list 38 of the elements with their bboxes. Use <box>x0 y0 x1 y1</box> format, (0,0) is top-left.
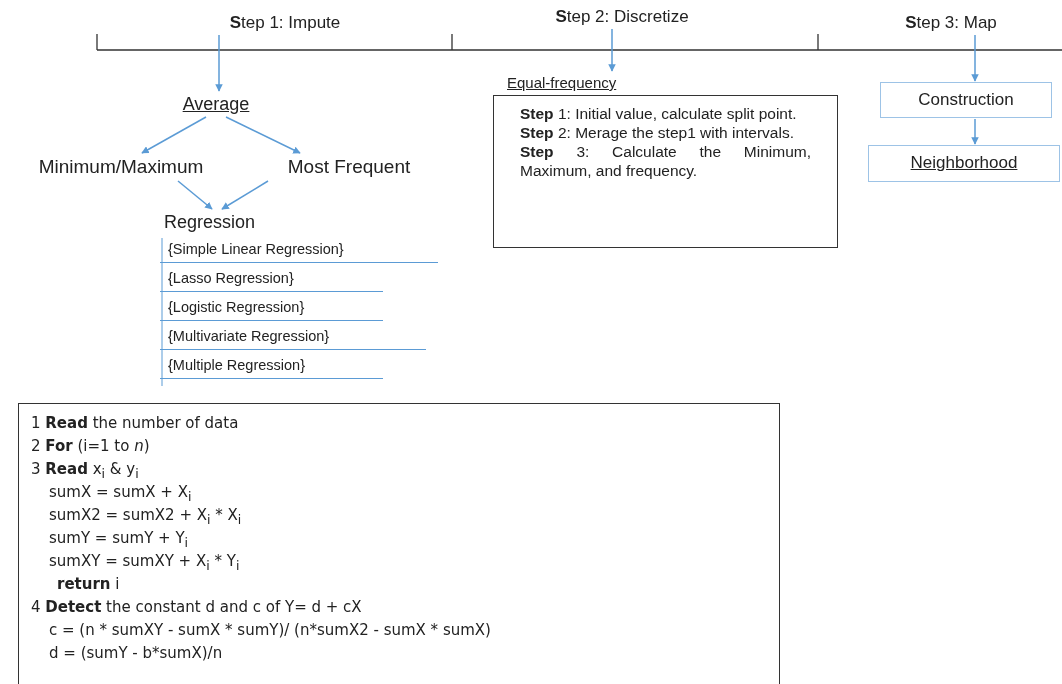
code-line: c = (n * sumXY - sumX * sumY)/ (n*sumX2 - sumX * sumX) <box>48 620 492 641</box>
arrow <box>215 34 223 92</box>
code-line: 1 Read the number of data <box>31 413 240 434</box>
code-line: d = (sumY - b*sumX)/n <box>48 643 224 664</box>
arrow <box>971 118 979 145</box>
arrow <box>141 116 207 154</box>
code-line: 4 Detect the constant d and c of Y= d + cX <box>31 597 363 618</box>
arrow <box>221 180 269 210</box>
process-box: Construction <box>880 82 1052 118</box>
list-item: {Multivariate Regression} <box>160 324 426 350</box>
list-item: {Lasso Regression} <box>160 266 383 292</box>
code-line: sumXY = sumXY + X$_{i}$ * Y$_{i}$ <box>48 551 241 573</box>
step-text: Step 3: Calculate the Minimum, Maximum, and frequency. <box>520 142 811 180</box>
list-item: {Multiple Regression} <box>160 353 383 379</box>
step-heading: Step 2: Discretize <box>462 6 782 28</box>
method-text: Average <box>168 92 264 116</box>
code-line: sumX = sumX + X$_{i}$ <box>48 482 193 504</box>
arrow <box>608 28 616 72</box>
process-box: Neighborhood <box>868 145 1060 182</box>
heading-text: Regression <box>164 212 257 233</box>
method-text: Minimum/Maximum <box>8 154 234 180</box>
method-text: Most Frequent <box>264 154 434 180</box>
arrow <box>971 34 979 82</box>
code-line: sumY = sumY + Y$_{i}$ <box>48 528 190 550</box>
code-line: 3 Read x$_{i}$ & y$_{i}$ <box>31 459 140 481</box>
code-line: return i <box>56 574 121 595</box>
code-line: sumX2 = sumX2 + X$_{i}$ * X$_{i}$ <box>48 505 243 527</box>
list-item: {Simple Linear Regression} <box>160 237 438 263</box>
step-heading: Step 3: Map <box>840 12 1062 34</box>
arrow <box>225 116 301 154</box>
arrow <box>177 180 213 210</box>
list-item: {Logistic Regression} <box>160 295 383 321</box>
step-text: Step 1: Initial value, calculate split point. <box>520 104 798 123</box>
step-text: Step 2: Merage the step1 with intervals. <box>520 123 795 142</box>
pseudocode-box <box>18 403 780 684</box>
code-line: 2 For (i=1 to n) <box>31 436 151 457</box>
step-heading: Step 1: Impute <box>150 12 420 34</box>
heading-text: Equal-frequency <box>507 74 617 91</box>
